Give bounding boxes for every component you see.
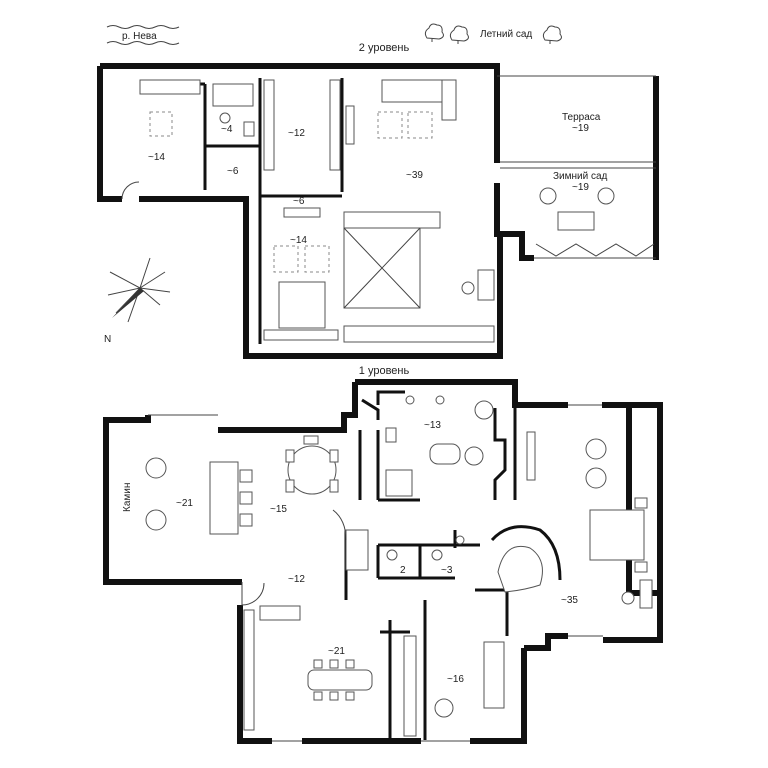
room-hall-2a-area: ~6 [227, 166, 239, 177]
room-winter-garden-area: ~19 [572, 182, 589, 193]
room-terrace-name: Терраса [562, 112, 601, 123]
room-living-2-area: ~39 [406, 170, 423, 181]
level-2-title: 2 уровень [359, 42, 410, 54]
room-hall-2b-area: ~6 [293, 196, 305, 207]
room-wc-2-area: ~3 [441, 565, 453, 576]
level-1-title: 1 уровень [359, 365, 410, 377]
room-study-area: ~16 [447, 674, 464, 685]
level-2-plan [97, 63, 659, 359]
room-kitchen-2-area: ~14 [148, 152, 165, 163]
tree-icon [424, 23, 469, 44]
river-label-group: р. Нева [106, 25, 180, 45]
room-wc-1-area: 2 [400, 565, 406, 576]
room-terrace-area: ~19 [572, 123, 589, 134]
compass-north-label: N [104, 334, 111, 345]
room-bath-1-area: ~13 [424, 420, 441, 431]
room-bath-2-area: ~4 [221, 124, 233, 135]
room-winter-garden-name: Зимний сад [553, 171, 608, 182]
room-hall-1-area: ~12 [288, 574, 305, 585]
room-wardrobe-area: ~12 [288, 128, 305, 139]
room-fireplace-name: Камин [122, 483, 133, 512]
garden-label: Летний сад [480, 29, 532, 40]
tree-icon [542, 25, 562, 44]
compass-rose-icon: N [104, 257, 171, 345]
room-master-area: ~35 [561, 595, 578, 606]
room-kitchen-1-area: ~21 [328, 646, 345, 657]
room-dining-area: ~15 [270, 504, 287, 515]
level-1-plan [103, 379, 663, 744]
river-label: р. Нева [122, 31, 157, 42]
garden-label-group: Летний сад [424, 23, 562, 44]
room-bedroom-2-area: ~14 [290, 235, 307, 246]
room-fireplace-area: ~21 [176, 498, 193, 509]
